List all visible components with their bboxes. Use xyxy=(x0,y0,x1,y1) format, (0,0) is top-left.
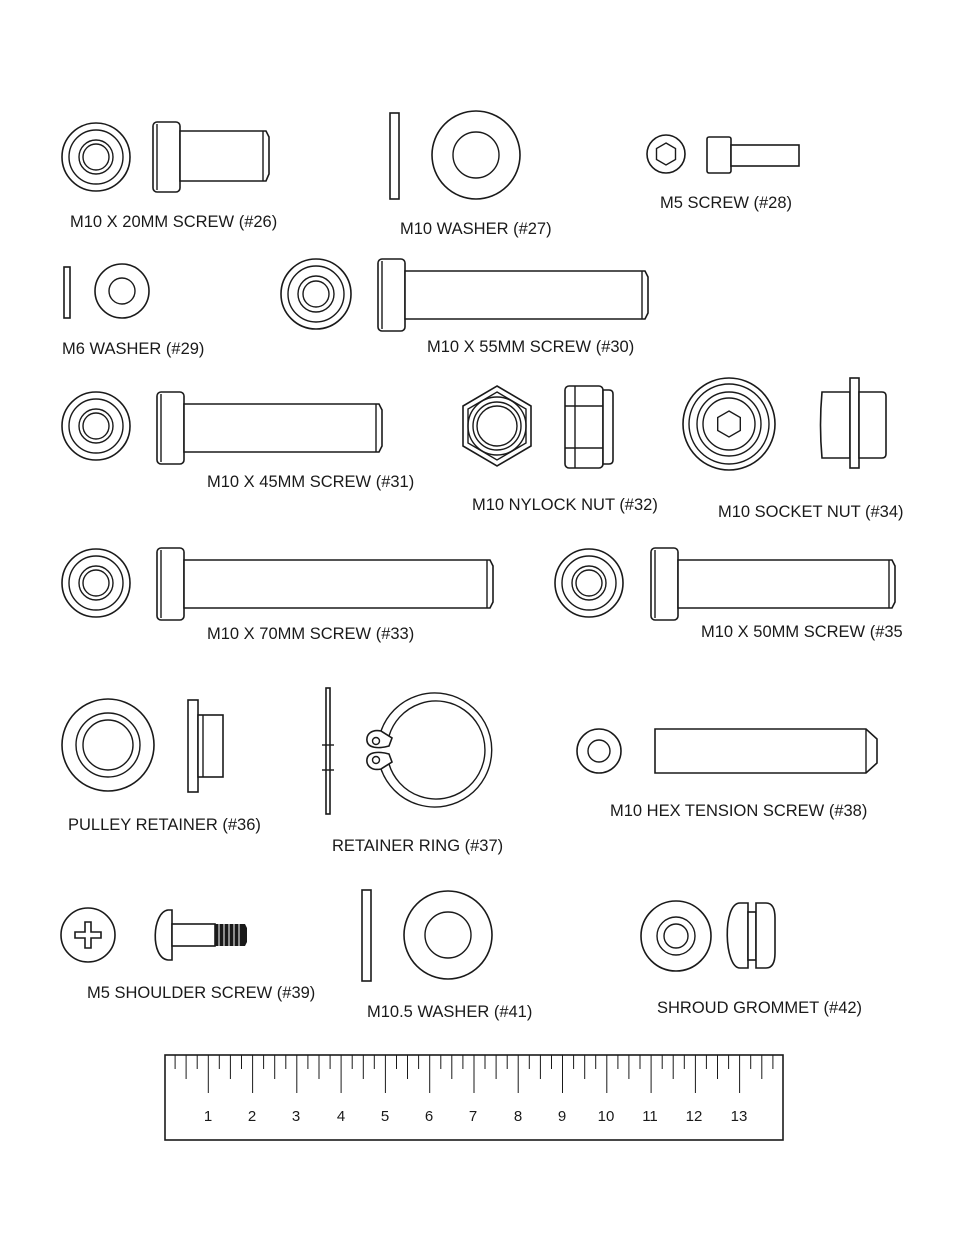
ruler-number-12: 12 xyxy=(686,1108,703,1125)
m10-nylock-nut-drawing xyxy=(462,385,614,469)
m10-70mm-screw-drawing xyxy=(61,547,494,621)
ruler-number-7: 7 xyxy=(469,1108,477,1125)
label-part-37: RETAINER RING (#37) xyxy=(332,837,503,855)
ruler-number-1: 1 xyxy=(204,1108,212,1125)
label-part-39: M5 SHOULDER SCREW (#39) xyxy=(87,984,315,1002)
pulley-retainer-drawing xyxy=(61,698,224,793)
ruler-number-11: 11 xyxy=(642,1108,658,1125)
ruler-number-10: 10 xyxy=(598,1108,615,1125)
label-part-34: M10 SOCKET NUT (#34) xyxy=(718,503,904,521)
ruler-number-5: 5 xyxy=(381,1108,389,1125)
ruler xyxy=(164,1054,784,1141)
m10-45mm-screw-drawing xyxy=(61,391,383,465)
m10-20mm-screw-drawing xyxy=(61,121,270,193)
label-part-31: M10 X 45MM SCREW (#31) xyxy=(207,473,414,491)
label-part-33: M10 X 70MM SCREW (#33) xyxy=(207,625,414,643)
shroud-grommet-drawing xyxy=(640,900,776,972)
label-part-26: M10 X 20MM SCREW (#26) xyxy=(70,213,277,231)
m10-socket-nut-drawing xyxy=(682,377,887,471)
m6-washer-drawing xyxy=(63,263,150,319)
m10-50mm-screw-drawing xyxy=(554,547,896,621)
ruler-number-2: 2 xyxy=(248,1108,256,1125)
label-part-32: M10 NYLOCK NUT (#32) xyxy=(472,496,658,514)
ruler-ticks xyxy=(174,1055,774,1093)
m10-55mm-screw-drawing xyxy=(280,258,649,332)
m10-hex-tension-screw-drawing xyxy=(576,728,878,774)
ruler-number-9: 9 xyxy=(558,1108,566,1125)
ruler-number-13: 13 xyxy=(731,1108,748,1125)
m10-5-washer-drawing xyxy=(361,889,493,982)
m5-screw-drawing xyxy=(646,134,800,174)
label-part-29: M6 WASHER (#29) xyxy=(62,340,204,358)
ruler-number-3: 3 xyxy=(292,1108,300,1125)
label-part-28: M5 SCREW (#28) xyxy=(660,194,792,212)
ruler-number-4: 4 xyxy=(337,1108,345,1125)
ruler-number-6: 6 xyxy=(425,1108,433,1125)
retainer-ring-drawing xyxy=(322,687,493,815)
label-part-35: M10 X 50MM SCREW (#35 xyxy=(701,623,903,641)
label-part-30: M10 X 55MM SCREW (#30) xyxy=(427,338,634,356)
ruler-number-8: 8 xyxy=(514,1108,522,1125)
m10-washer-drawing xyxy=(389,110,521,200)
label-part-41: M10.5 WASHER (#41) xyxy=(367,1003,532,1021)
ruler-numbers: 1 2 3 4 5 6 7 8 9 10 11 12 13 xyxy=(204,1108,748,1125)
label-part-27: M10 WASHER (#27) xyxy=(400,220,552,238)
label-part-42: SHROUD GROMMET (#42) xyxy=(657,999,862,1017)
m5-shoulder-screw-drawing xyxy=(60,907,247,963)
label-part-36: PULLEY RETAINER (#36) xyxy=(68,816,261,834)
label-part-38: M10 HEX TENSION SCREW (#38) xyxy=(610,802,867,820)
